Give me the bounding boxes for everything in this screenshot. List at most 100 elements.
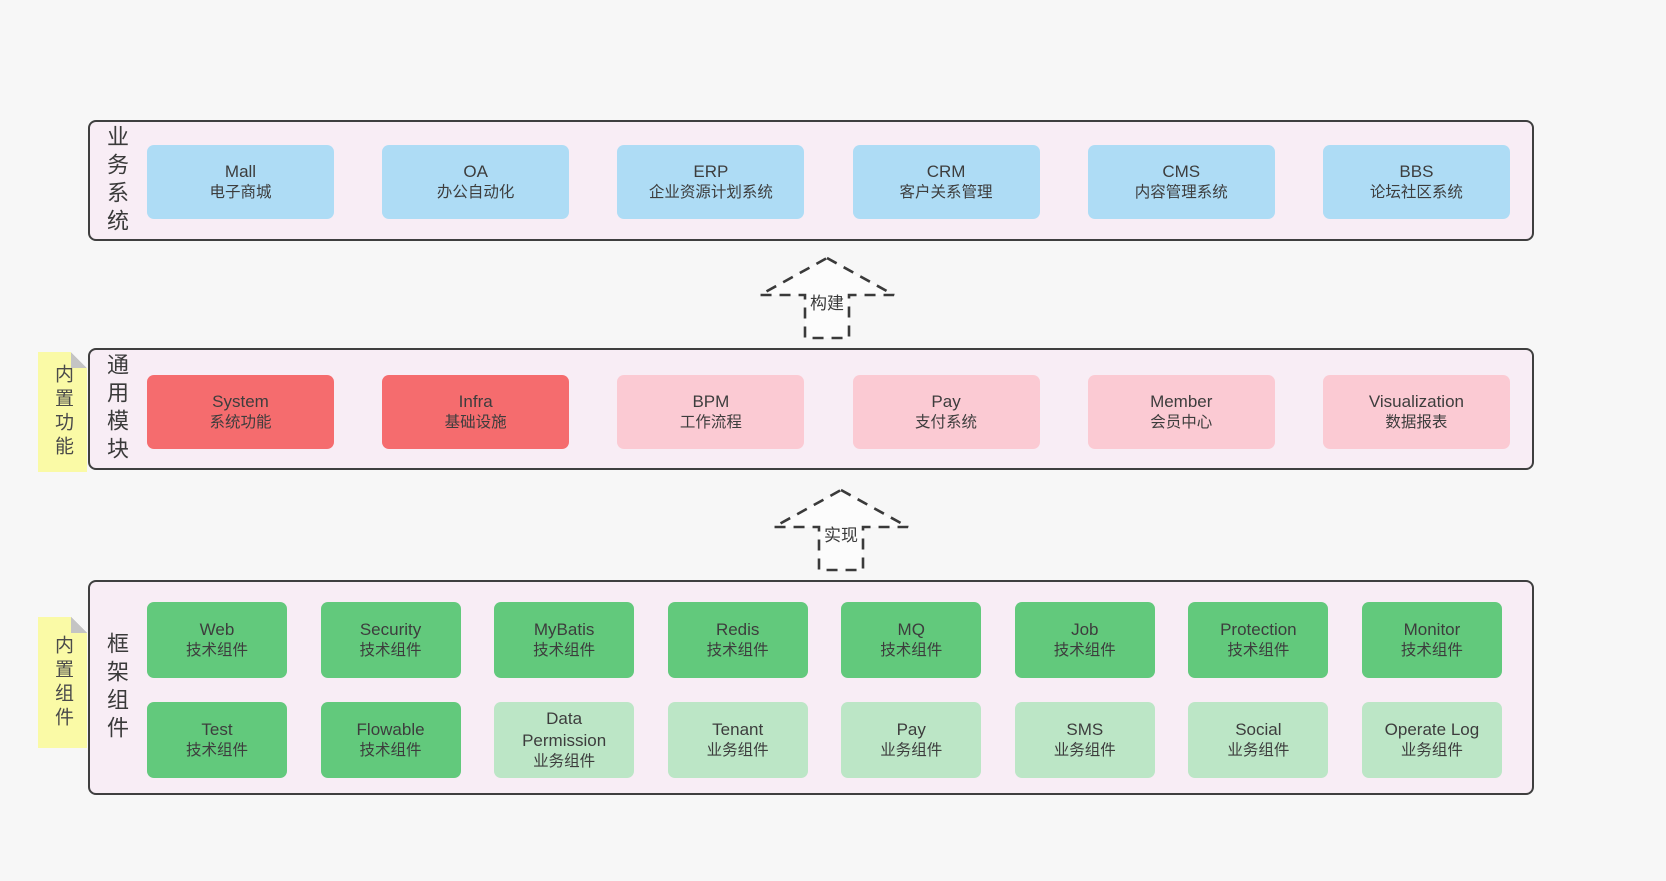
box-title: Test	[201, 719, 233, 739]
box-subtitle: 业务组件	[1053, 741, 1116, 759]
box-title: Job	[1071, 619, 1099, 639]
box-subtitle: 技术组件	[1400, 641, 1463, 659]
box-erp: ERP 企业资源计划系统	[617, 145, 805, 219]
box-protection: Protection 技术组件	[1188, 602, 1329, 678]
box-title: Pay	[931, 391, 961, 411]
box-subtitle: 业务组件	[1400, 741, 1463, 759]
box-subtitle: 技术组件	[185, 641, 248, 659]
box-title: System	[212, 391, 269, 411]
arrow-build-label: 构建	[807, 289, 847, 314]
box-title: Security	[359, 619, 422, 639]
box-subtitle: 技术组件	[706, 641, 769, 659]
box-security: Security 技术组件	[320, 602, 461, 678]
box-infra: Infra 基础设施	[382, 375, 570, 449]
box-subtitle: 客户关系管理	[899, 183, 993, 201]
box-pay-system: Pay 支付系统	[852, 375, 1040, 449]
box-sms: SMS 业务组件	[1014, 702, 1155, 778]
box-subtitle: 基础设施	[444, 413, 507, 431]
box-system: System 系统功能	[147, 375, 334, 449]
box-subtitle: 数据报表	[1385, 413, 1448, 431]
arrow-build: 构建	[757, 255, 897, 341]
box-title: OA	[463, 161, 488, 181]
note-text: 内置组件	[52, 634, 73, 731]
box-subtitle: 会员中心	[1150, 413, 1213, 431]
box-title: Web	[199, 619, 235, 639]
box-subtitle: 技术组件	[1227, 641, 1290, 659]
note-fold-icon	[71, 617, 87, 633]
box-cms: CMS 内容管理系统	[1087, 145, 1275, 219]
box-title: MQ	[897, 619, 925, 639]
box-subtitle: 办公自动化	[436, 183, 515, 201]
panel-framework-components: 框架组件 Web 技术组件 Security 技术组件 MyBatis 技术组件…	[88, 580, 1534, 795]
box-bpm: BPM 工作流程	[617, 375, 805, 449]
note-fold-icon	[71, 352, 87, 368]
box-title: CRM	[926, 161, 966, 181]
box-subtitle: 系统功能	[209, 413, 272, 431]
components-row-2: Test 技术组件 Flowable 技术组件 Data Permission …	[147, 702, 1502, 778]
box-subtitle: 业务组件	[1227, 741, 1290, 759]
panel-modules-label-text: 通用模块	[104, 353, 129, 465]
box-title: Redis	[715, 619, 760, 639]
box-data-permission: Data Permission 业务组件	[494, 702, 635, 778]
box-subtitle: 技术组件	[880, 641, 943, 659]
box-job: Job 技术组件	[1014, 602, 1155, 678]
box-title: Operate Log	[1384, 719, 1480, 739]
panel-components-label: 框架组件	[96, 582, 136, 793]
panel-common-modules: 通用模块 System 系统功能 Infra 基础设施 BPM 工作流程 Pay…	[88, 348, 1534, 470]
box-mybatis: MyBatis 技术组件	[494, 602, 635, 678]
box-oa: OA 办公自动化	[382, 145, 570, 219]
box-subtitle: 技术组件	[1053, 641, 1116, 659]
box-subtitle: 业务组件	[706, 741, 769, 759]
box-title: Tenant	[712, 719, 764, 739]
box-subtitle: 支付系统	[915, 413, 978, 431]
box-web: Web 技术组件	[147, 602, 287, 678]
note-text: 内置功能	[52, 364, 73, 460]
components-row-1: Web 技术组件 Security 技术组件 MyBatis 技术组件 Redi…	[147, 602, 1502, 678]
box-title: ERP	[693, 161, 729, 181]
box-visualization: Visualization 数据报表	[1322, 375, 1510, 449]
box-title: Pay	[896, 719, 926, 739]
box-title: Member	[1150, 391, 1213, 411]
box-flowable: Flowable 技术组件	[320, 702, 461, 778]
box-tenant: Tenant 业务组件	[667, 702, 808, 778]
sticky-note-builtin-features: 内置功能	[38, 352, 87, 472]
box-subtitle: 技术组件	[185, 741, 248, 759]
box-title: Visualization	[1368, 391, 1464, 411]
box-bbs: BBS 论坛社区系统	[1322, 145, 1510, 219]
box-title: BPM	[692, 391, 730, 411]
panel-components-label-text: 框架组件	[104, 631, 129, 744]
box-subtitle: 技术组件	[533, 641, 596, 659]
box-test: Test 技术组件	[147, 702, 287, 778]
arrow-implement: 实现	[771, 487, 911, 573]
panel-business-label: 业务系统	[96, 122, 136, 239]
panel-business-systems: 业务系统 Mall 电子商城 OA 办公自动化 ERP 企业资源计划系统 CRM…	[88, 120, 1534, 241]
panel-business-label-text: 业务系统	[104, 124, 129, 237]
box-redis: Redis 技术组件	[667, 602, 808, 678]
box-pay-component: Pay 业务组件	[841, 702, 982, 778]
box-title: Infra	[458, 391, 493, 411]
box-social: Social 业务组件	[1188, 702, 1329, 778]
modules-boxes-row: System 系统功能 Infra 基础设施 BPM 工作流程 Pay 支付系统…	[147, 375, 1510, 449]
box-subtitle: 业务组件	[533, 753, 596, 771]
box-title: Flowable	[356, 719, 425, 739]
box-subtitle: 企业资源计划系统	[648, 183, 773, 201]
box-subtitle: 业务组件	[880, 741, 943, 759]
box-title: MyBatis	[533, 619, 595, 639]
box-title: SMS	[1066, 719, 1104, 739]
sticky-note-builtin-components: 内置组件	[38, 617, 87, 748]
box-subtitle: 内容管理系统	[1134, 183, 1228, 201]
box-subtitle: 技术组件	[359, 741, 422, 759]
arrow-implement-label: 实现	[821, 521, 861, 546]
box-subtitle: 论坛社区系统	[1369, 183, 1463, 201]
box-title: Mall	[224, 161, 257, 181]
box-title: Monitor	[1403, 619, 1461, 639]
box-operate-log: Operate Log 业务组件	[1361, 702, 1502, 778]
box-title: Protection	[1220, 619, 1297, 639]
box-title: CMS	[1162, 161, 1201, 181]
box-monitor: Monitor 技术组件	[1361, 602, 1502, 678]
box-mq: MQ 技术组件	[841, 602, 982, 678]
box-subtitle: 技术组件	[359, 641, 422, 659]
business-boxes-row: Mall 电子商城 OA 办公自动化 ERP 企业资源计划系统 CRM 客户关系…	[147, 145, 1510, 219]
box-crm: CRM 客户关系管理	[852, 145, 1040, 219]
box-subtitle: 电子商城	[209, 183, 272, 201]
